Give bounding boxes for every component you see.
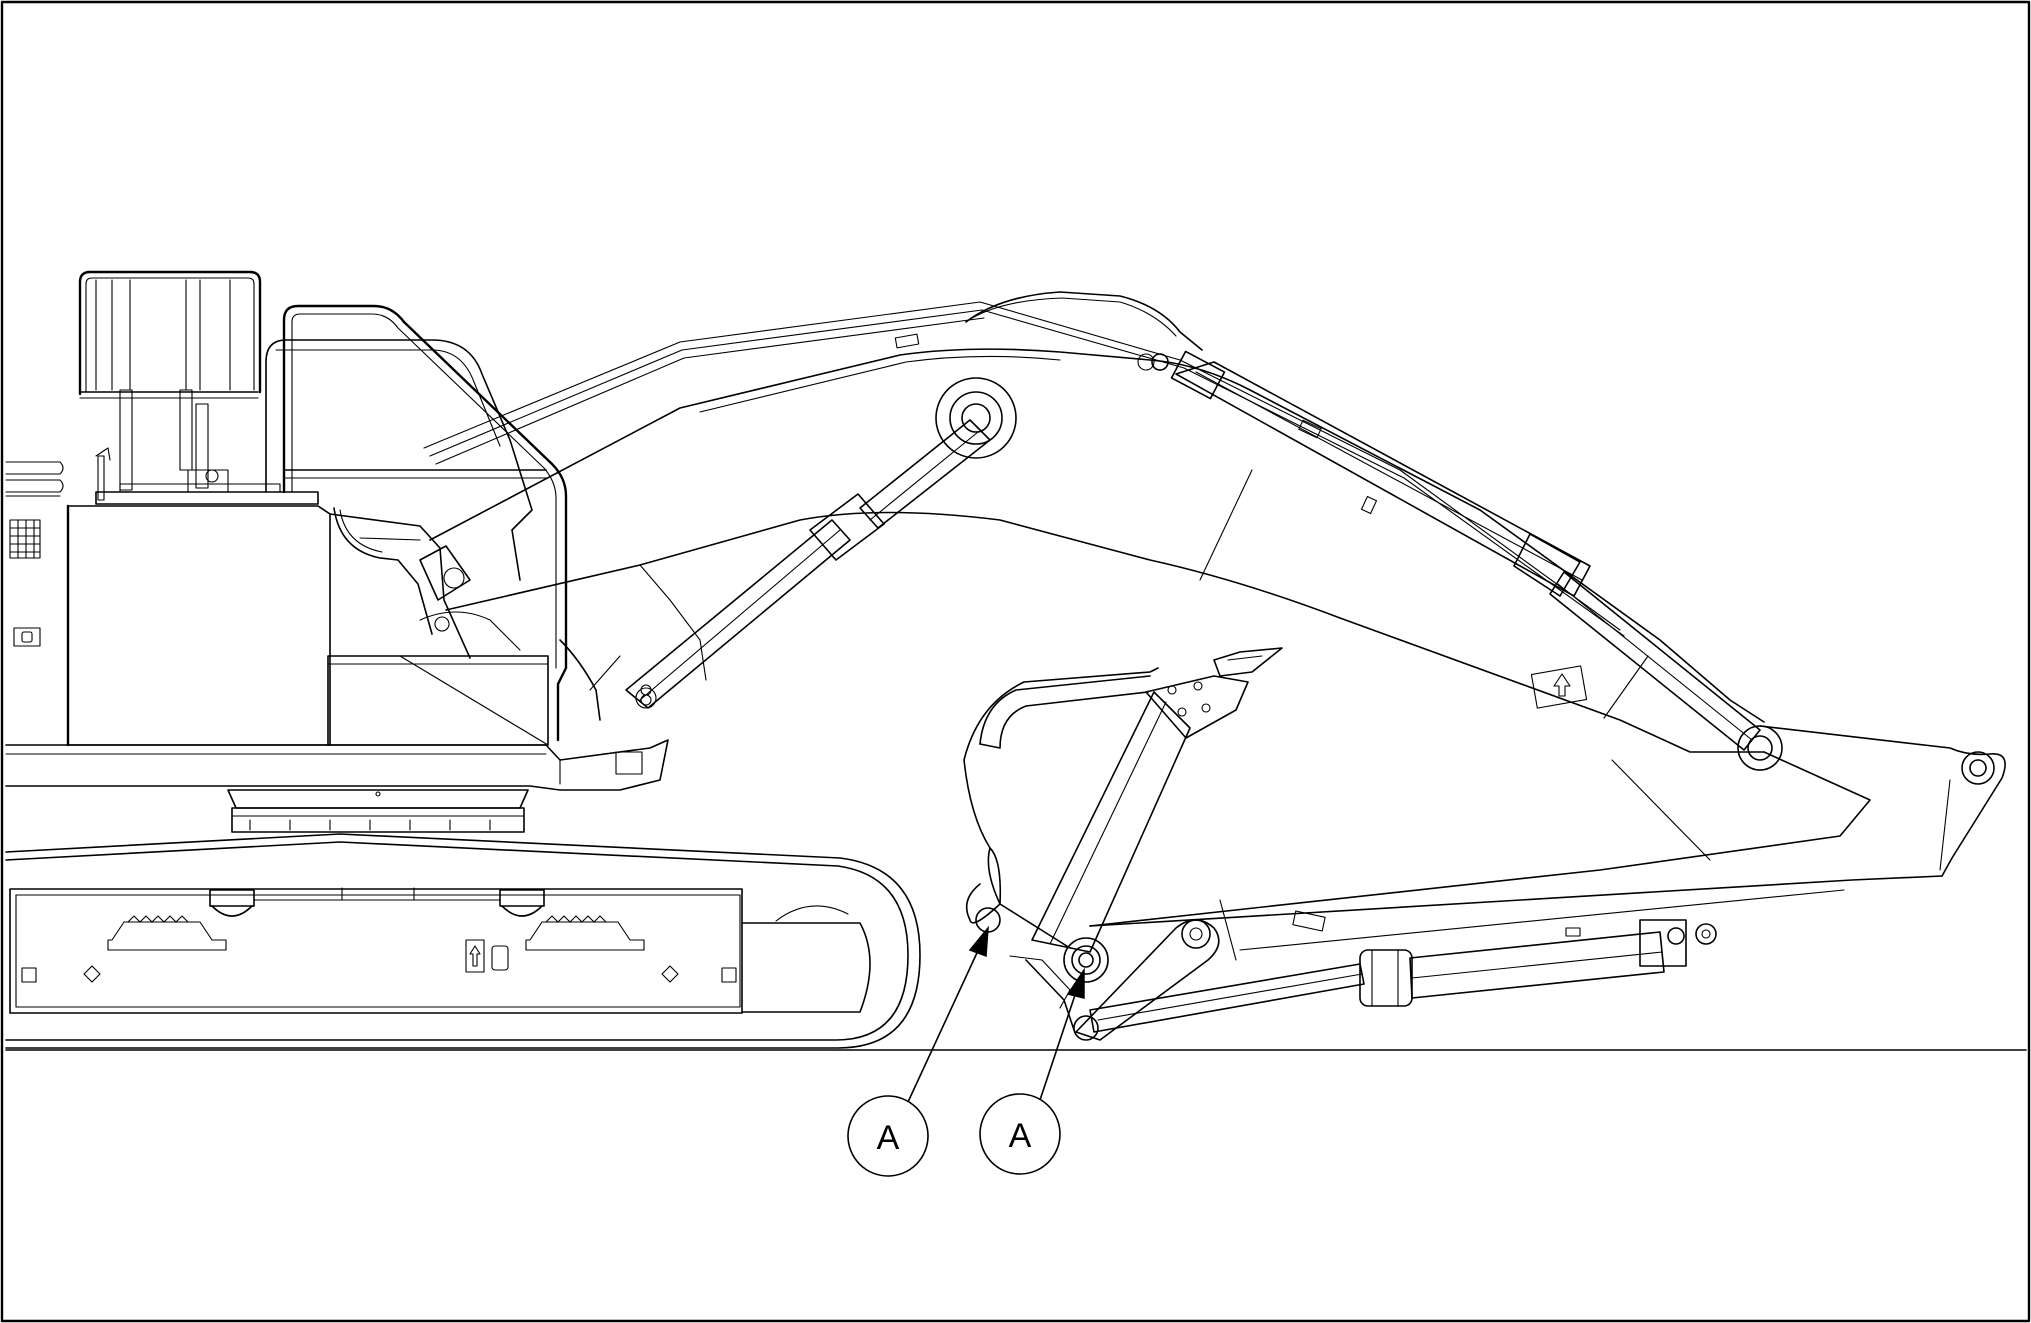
bucket-cylinder xyxy=(1089,919,1717,1033)
callout-1-circle xyxy=(847,1095,929,1177)
callout-1-leader xyxy=(907,941,983,1103)
boom-cylinder xyxy=(625,419,991,709)
track-undercarriage xyxy=(5,833,921,1049)
bucket xyxy=(963,647,1283,1031)
upper-structure xyxy=(5,270,669,791)
boom xyxy=(423,291,1783,771)
callout-2-label: A xyxy=(1009,1117,1032,1155)
callout-2-arrowhead xyxy=(1066,967,1085,999)
bucket-linkage xyxy=(1073,919,1220,1041)
callout-2: A xyxy=(979,1093,1061,1175)
arm xyxy=(1089,725,2006,961)
callout-leaders xyxy=(907,925,1085,1103)
arm-cylinder xyxy=(1137,350,1761,751)
callout-1-label: A xyxy=(877,1119,900,1157)
callout-1: A xyxy=(847,1095,929,1177)
callout-1-arrowhead xyxy=(968,925,989,958)
callout-2-circle xyxy=(979,1093,1061,1175)
slewing-ring xyxy=(227,789,529,833)
callout-2-leader xyxy=(1039,985,1079,1101)
